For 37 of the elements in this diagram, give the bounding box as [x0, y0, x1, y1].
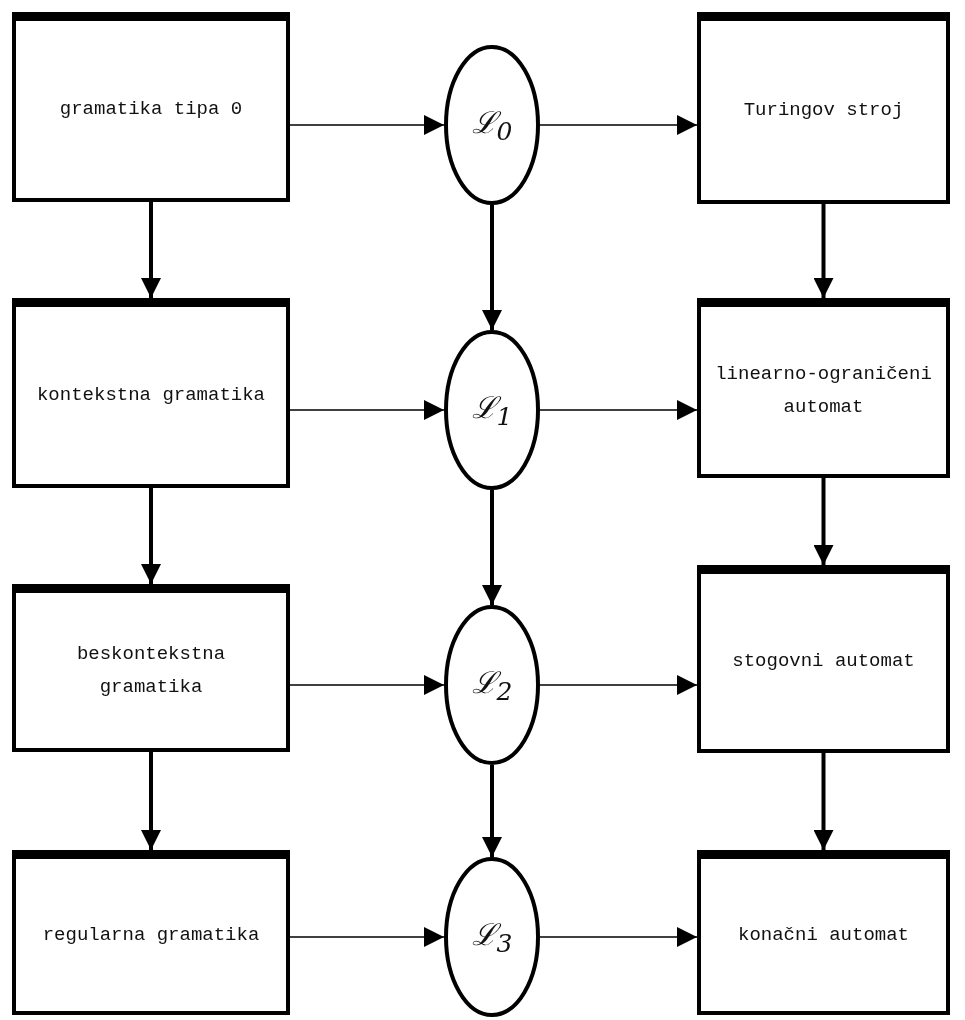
arrow [482, 490, 502, 605]
process-box [12, 12, 290, 202]
process-box [12, 850, 290, 1015]
arrow [141, 488, 161, 584]
arrow [539, 675, 698, 695]
language-symbol: ℒ$_{2}$ [471, 663, 513, 708]
process-box [697, 298, 950, 478]
node-label: regularna gramatika [41, 922, 261, 948]
arrow [289, 400, 445, 420]
arrow [539, 400, 698, 420]
arrow [482, 765, 502, 857]
arrow [482, 205, 502, 330]
arrow [289, 927, 445, 947]
language-symbol: ℒ$_{0}$ [471, 103, 513, 148]
node-label: beskontekstna gramatika [75, 642, 227, 700]
process-box [12, 298, 290, 488]
arrow [813, 753, 834, 850]
process-box [697, 565, 950, 753]
arrow [813, 478, 834, 565]
node-label: Turingov stroj [742, 98, 905, 124]
language-symbol: ℒ$_{1}$ [471, 388, 513, 433]
arrow [141, 202, 161, 298]
language-symbol: ℒ$_{3}$ [471, 915, 513, 960]
arrow [141, 752, 161, 850]
arrow [539, 115, 698, 135]
arrow [539, 927, 698, 947]
arrow [289, 115, 445, 135]
node-label: kontekstna gramatika [35, 383, 266, 409]
process-box [697, 12, 950, 204]
node-label: stogovni automat [731, 649, 916, 675]
node-label: linearno-ograničeni automat [714, 362, 933, 420]
arrow [289, 675, 445, 695]
node-label: gramatika tipa 0 [58, 97, 244, 123]
node-label: konačni automat [737, 922, 910, 948]
process-box [697, 850, 950, 1015]
process-box [12, 584, 290, 752]
arrow [813, 204, 834, 298]
